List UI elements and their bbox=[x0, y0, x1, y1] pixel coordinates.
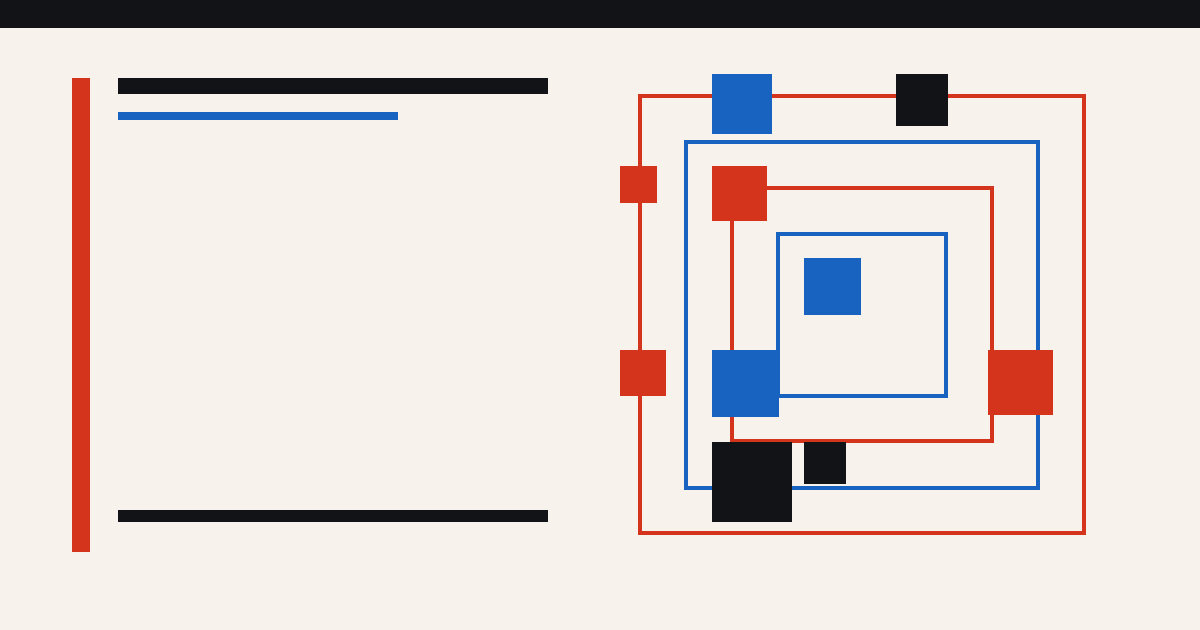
blue-block-center bbox=[804, 258, 861, 315]
top-bar bbox=[0, 0, 1200, 28]
bottom-black-rule bbox=[118, 510, 548, 522]
top-black-rule bbox=[118, 78, 548, 94]
black-block-bottom-small bbox=[804, 442, 846, 484]
black-block-top-right bbox=[896, 74, 948, 126]
blue-block-lower bbox=[712, 350, 779, 417]
left-red-vertical-bar bbox=[72, 78, 90, 552]
red-block-left-lower bbox=[620, 350, 666, 396]
outer-red-frame bbox=[638, 94, 1086, 535]
red-block-right bbox=[988, 350, 1053, 415]
outer-blue-frame bbox=[684, 140, 1040, 490]
black-block-bottom-left bbox=[712, 442, 792, 522]
blue-block-top bbox=[712, 74, 772, 134]
inner-blue-frame bbox=[776, 232, 948, 398]
red-block-upper bbox=[712, 166, 767, 221]
blue-accent-rule bbox=[118, 112, 398, 120]
inner-red-frame bbox=[730, 186, 994, 443]
red-block-left-upper bbox=[620, 166, 657, 203]
